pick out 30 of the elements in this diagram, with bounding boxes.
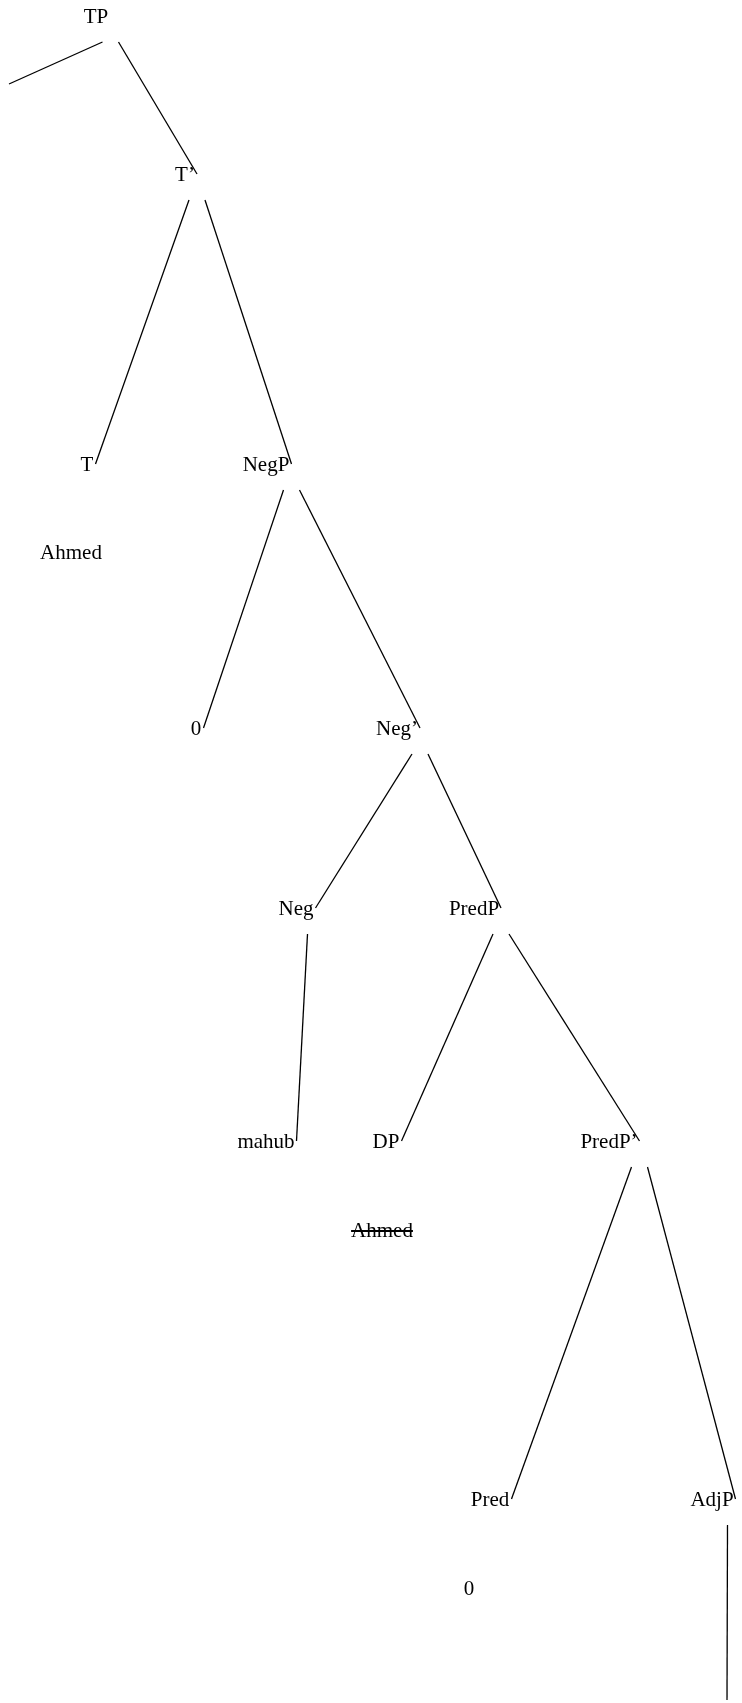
tree-branch-line: [202, 489, 285, 729]
tree-node-label: mahub: [237, 1128, 295, 1154]
tree-branch-line: [508, 933, 641, 1142]
tree-node-label: 0: [190, 715, 202, 741]
tree-node-label: AdjP: [690, 1486, 734, 1512]
tree-node-label: T’: [175, 161, 195, 187]
word-label: 0: [463, 1575, 475, 1601]
word-label: Ahmed: [40, 539, 102, 565]
tree-node-label: PredP’: [580, 1128, 638, 1154]
tree-node-label: Neg: [278, 895, 314, 921]
tree-node-label: DP: [372, 1128, 400, 1154]
tree-branch-line: [298, 489, 421, 729]
tree-branch-line: [204, 199, 293, 465]
tree-node-label: TP: [83, 3, 109, 29]
tree-branch-line: [314, 753, 413, 909]
tree-branch-line: [94, 199, 190, 465]
tree-node-label: Pred: [470, 1486, 510, 1512]
tree-branch-line: [400, 933, 494, 1142]
tree-node-label: T: [80, 451, 94, 477]
tree-branch-line: [295, 933, 309, 1142]
tree-branch-line: [726, 1524, 729, 1701]
tree-branch-line: [8, 41, 104, 85]
tree-branch-line: [117, 41, 198, 175]
tree-branch-line: [427, 753, 502, 909]
tree-node-label: PredP: [448, 895, 500, 921]
tree-branch-line: [510, 1166, 633, 1500]
tree-node-label: NegP: [242, 451, 290, 477]
tree-node-label: Neg’: [376, 715, 418, 741]
tree-branch-line: [646, 1166, 737, 1500]
struck-word: Ahmed: [351, 1217, 413, 1243]
